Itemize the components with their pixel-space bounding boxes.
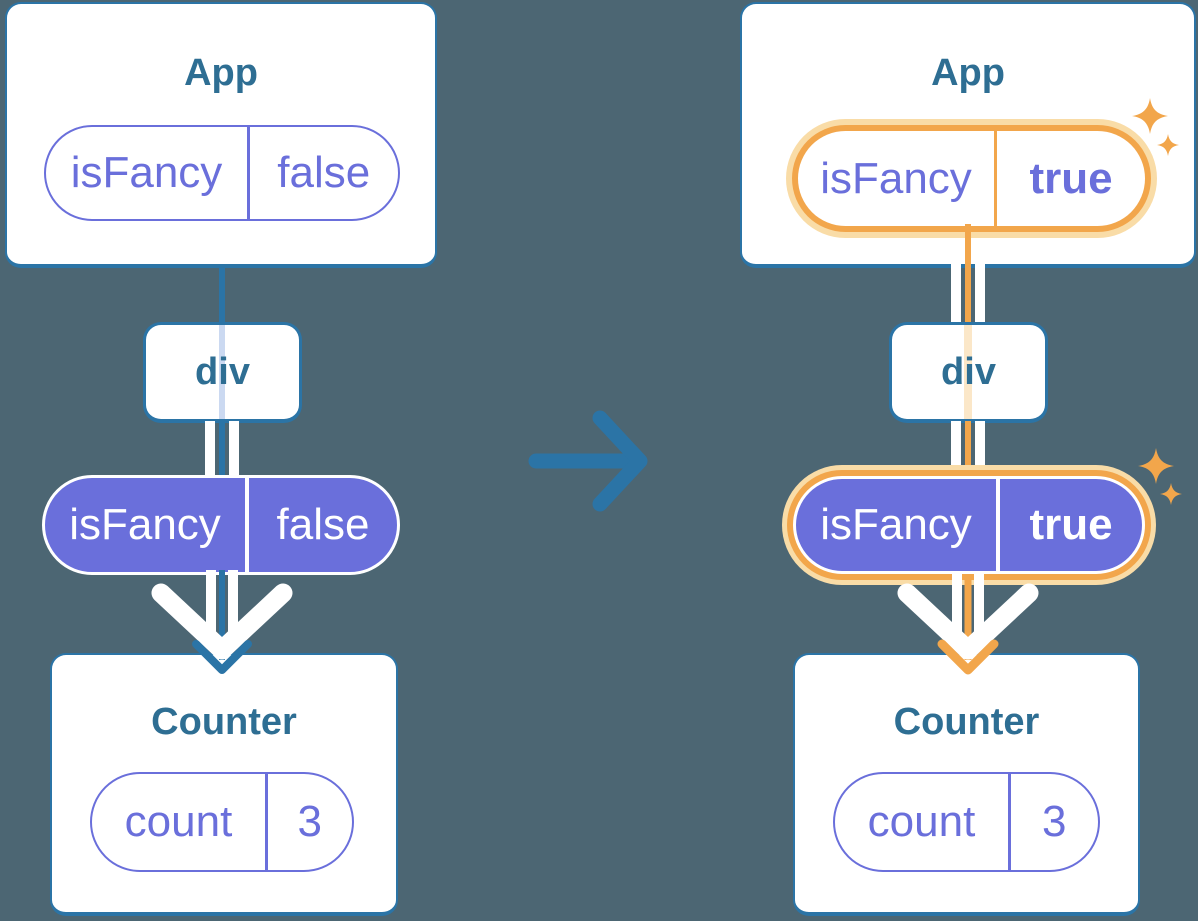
after-pipe-div-to-prop xyxy=(951,421,985,477)
pipe-white-bar xyxy=(975,421,985,477)
after-pipe-app-to-div xyxy=(951,224,985,322)
state-value-label: 3 xyxy=(297,797,322,846)
before-app-card: App isFancy false xyxy=(5,2,437,268)
after-counter-card: Counter count 3 xyxy=(793,653,1140,916)
before-div-title: div xyxy=(195,351,250,393)
prop-name-label: isFancy xyxy=(69,500,221,549)
pipe-center-line xyxy=(219,421,225,477)
prop-value-label: false xyxy=(276,500,370,549)
sparkle-icon xyxy=(1132,98,1168,134)
pill-divider xyxy=(245,478,249,572)
prop-name-label: isFancy xyxy=(820,153,972,203)
sparkle-icon xyxy=(1157,134,1179,156)
after-app-prop-pill-highlighted: isFancy true xyxy=(798,131,1145,226)
pill-divider xyxy=(1008,774,1011,870)
before-div-pass-through-line xyxy=(219,325,225,419)
prop-value-label: true xyxy=(1029,500,1113,549)
before-app-prop-pill: isFancy false xyxy=(44,125,400,221)
before-pipe-div-to-prop xyxy=(205,421,239,477)
pill-divider xyxy=(996,479,1000,571)
after-arrow-down-icon xyxy=(897,574,1039,675)
pipe-white-bar xyxy=(951,262,961,322)
before-connector-app-to-div xyxy=(219,266,225,324)
pill-divider xyxy=(247,127,250,219)
after-div-title: div xyxy=(941,351,996,393)
after-counter-state-pill: count 3 xyxy=(833,772,1100,872)
sparkle-icon xyxy=(1138,448,1174,484)
after-div-card: div xyxy=(889,322,1048,423)
prop-name-label: isFancy xyxy=(820,500,972,549)
pipe-white-bar xyxy=(975,262,985,322)
sparkle-icon xyxy=(1160,483,1182,505)
pipe-center-line xyxy=(965,224,971,322)
before-counter-state-pill: count 3 xyxy=(90,772,354,872)
before-div-card: div xyxy=(143,322,302,423)
pipe-white-bar xyxy=(205,421,215,477)
pill-divider xyxy=(265,774,268,870)
state-name-label: count xyxy=(867,797,976,846)
state-name-label: count xyxy=(124,797,233,846)
after-counter-title: Counter xyxy=(893,701,1040,743)
before-app-title: App xyxy=(184,52,258,94)
prop-name-label: isFancy xyxy=(70,148,223,197)
before-counter-title: Counter xyxy=(151,701,297,743)
after-app-title: App xyxy=(931,52,1005,94)
before-arrow-down-icon xyxy=(151,570,293,674)
after-div-pass-through-line xyxy=(964,325,972,419)
prop-value-label: false xyxy=(277,148,371,197)
pill-divider xyxy=(994,131,997,226)
pipe-white-bar xyxy=(229,421,239,477)
state-value-label: 3 xyxy=(1042,797,1067,846)
before-counter-card: Counter count 3 xyxy=(50,653,398,916)
after-passed-prop-pill-highlighted: isFancy true xyxy=(793,476,1145,574)
pipe-center-line xyxy=(965,421,971,477)
prop-value-label: true xyxy=(1029,153,1113,203)
pipe-white-bar xyxy=(951,421,961,477)
after-app-card: App isFancy true xyxy=(740,2,1196,268)
transition-arrow-right-icon xyxy=(528,410,648,512)
